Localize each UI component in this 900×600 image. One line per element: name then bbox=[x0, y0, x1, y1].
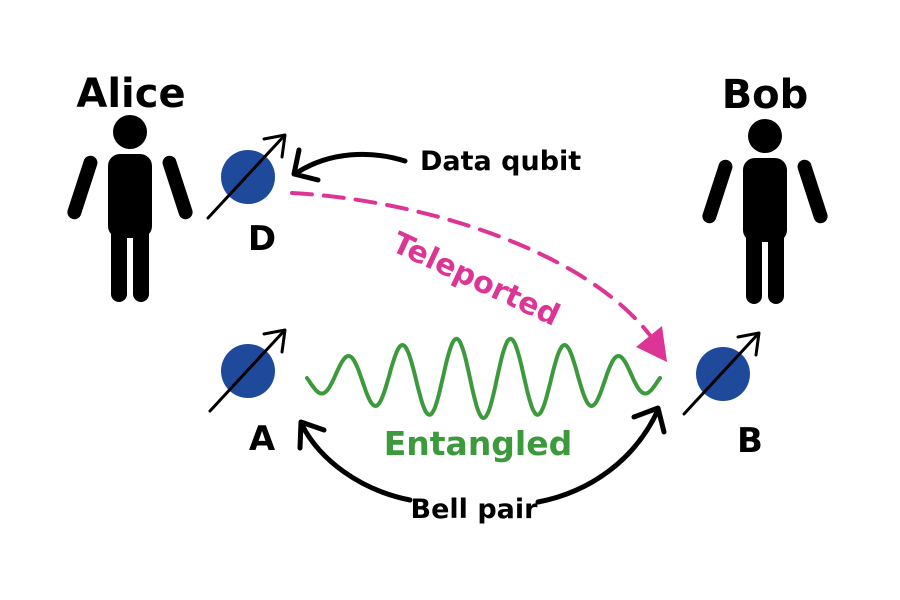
spin-arrow-icon bbox=[682, 331, 761, 416]
entangled-wave bbox=[305, 336, 662, 421]
alice-label: Alice bbox=[76, 71, 185, 117]
bell-pair-label: Bell pair bbox=[411, 494, 539, 525]
data-qubit-label: Data qubit bbox=[420, 146, 581, 177]
bob-figure bbox=[702, 119, 828, 304]
qubit-d bbox=[206, 133, 287, 220]
teleport-arrowhead bbox=[636, 326, 667, 362]
data-qubit-arrow bbox=[291, 147, 408, 183]
qubit-a-label: A bbox=[249, 419, 276, 459]
teleported-label: Teleported bbox=[387, 226, 565, 334]
bell-pair-right-arrow bbox=[535, 405, 667, 505]
alice-figure bbox=[67, 115, 193, 302]
qubit-d-label: D bbox=[248, 219, 276, 259]
entangled-label: Entangled bbox=[384, 424, 573, 463]
qubit-b bbox=[682, 331, 761, 416]
person-icon bbox=[67, 115, 193, 302]
person-icon bbox=[702, 119, 828, 304]
spin-arrow-icon bbox=[206, 133, 287, 220]
qubit-b-label: B bbox=[737, 421, 763, 461]
bob-label: Bob bbox=[722, 72, 809, 118]
teleport-arrow bbox=[290, 191, 667, 362]
qubit-a bbox=[208, 328, 287, 413]
bell-pair-left-arrow bbox=[297, 419, 413, 503]
spin-arrow-icon bbox=[208, 328, 287, 413]
